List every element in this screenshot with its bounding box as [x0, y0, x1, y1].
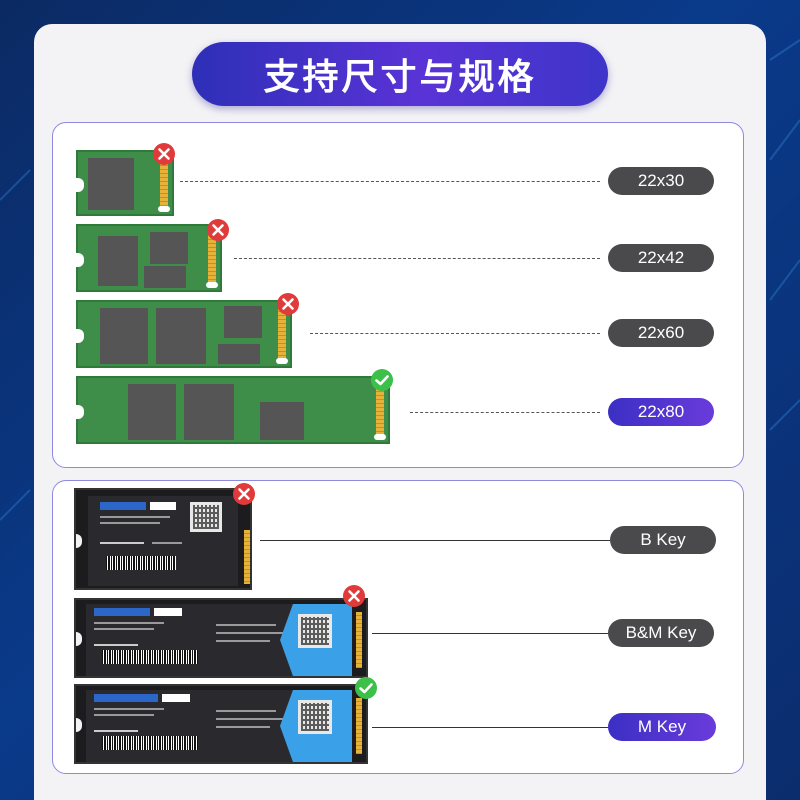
key-leader-line: [372, 633, 608, 634]
key-leader-line: [260, 540, 610, 541]
size-label-22x60: 22x60: [608, 319, 714, 347]
size-leader-line: [180, 181, 600, 182]
ssd-bm-key-image: [74, 598, 368, 678]
page-title: 支持尺寸与规格: [192, 42, 608, 106]
key-label-bm: B&M Key: [608, 619, 714, 647]
key-label-m: M Key: [608, 713, 716, 741]
key-leader-line: [372, 727, 608, 728]
cross-icon: [153, 143, 175, 165]
key-label-b: B Key: [610, 526, 716, 554]
ssd-2242-image: [76, 224, 222, 292]
ssd-m-key-image: [74, 684, 368, 764]
ssd-2280-image: [76, 376, 390, 444]
cross-icon: [343, 585, 365, 607]
ssd-b-key-image: [74, 488, 252, 590]
cross-icon: [277, 293, 299, 315]
size-leader-line: [410, 412, 600, 413]
size-label-22x80: 22x80: [608, 398, 714, 426]
size-label-22x42: 22x42: [608, 244, 714, 272]
check-icon: [355, 677, 377, 699]
cross-icon: [207, 219, 229, 241]
check-icon: [371, 369, 393, 391]
ssd-2260-image: [76, 300, 292, 368]
size-leader-line: [234, 258, 600, 259]
size-leader-line: [310, 333, 600, 334]
cross-icon: [233, 483, 255, 505]
size-label-22x30: 22x30: [608, 167, 714, 195]
